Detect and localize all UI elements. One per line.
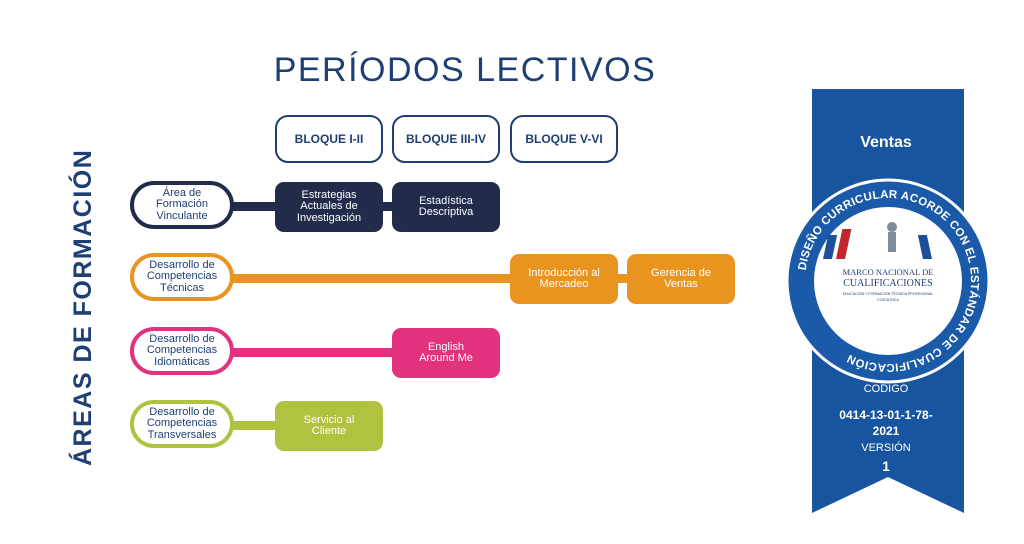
block-header-1: BLOQUE I-II: [275, 115, 383, 163]
area-category: Área de Formación Vinculante: [130, 181, 234, 229]
area-connector-bar: [220, 421, 295, 430]
marco-nacional-logo-icon: [823, 222, 932, 259]
vertical-axis-title: ÁREAS DE FORMACIÓN: [69, 148, 97, 466]
logo-line-2: CUALIFICACIONES: [843, 278, 932, 289]
block-header-3: BLOQUE V-VI: [510, 115, 618, 163]
logo-line-3: EDUCACIÓN Y FORMACIÓN TÉCNICA PROFESIONA…: [843, 291, 934, 296]
qualification-badge: DISEÑO CURRICULAR ACORDE CON EL ESTÁNDAR…: [785, 89, 991, 513]
course-box: Servicio al Cliente: [275, 401, 383, 451]
badge-version-label: VERSIÓN: [861, 442, 911, 454]
course-box: Introducción al Mercadeo: [510, 254, 618, 304]
badge-code: 0414-13-01-1-78- 2021: [839, 408, 933, 438]
area-category: Desarrollo de Competencias Transversales: [130, 400, 234, 448]
area-category: Desarrollo de Competencias Técnicas: [130, 253, 234, 301]
logo-line-1: MARCO NACIONAL DE: [843, 267, 934, 277]
course-box: Estrategias Actuales de Investigación: [275, 182, 383, 232]
badge-code-label: CODIGO: [863, 383, 909, 395]
badge-version: 1: [882, 458, 890, 474]
course-box: Gerencia de Ventas: [627, 254, 735, 304]
badge-program-name: Ventas: [860, 134, 912, 151]
logo-line-4: COSTA RICA: [877, 298, 899, 302]
area-connector-bar: [220, 274, 647, 283]
course-box: English Around Me: [392, 328, 500, 378]
area-connector-bar: [220, 348, 412, 357]
area-category: Desarrollo de Competencias Idiomáticas: [130, 327, 234, 375]
page-title: PERÍODOS LECTIVOS: [273, 51, 657, 89]
course-box: Estadística Descriptiva: [392, 182, 500, 232]
block-header-2: BLOQUE III-IV: [392, 115, 500, 163]
